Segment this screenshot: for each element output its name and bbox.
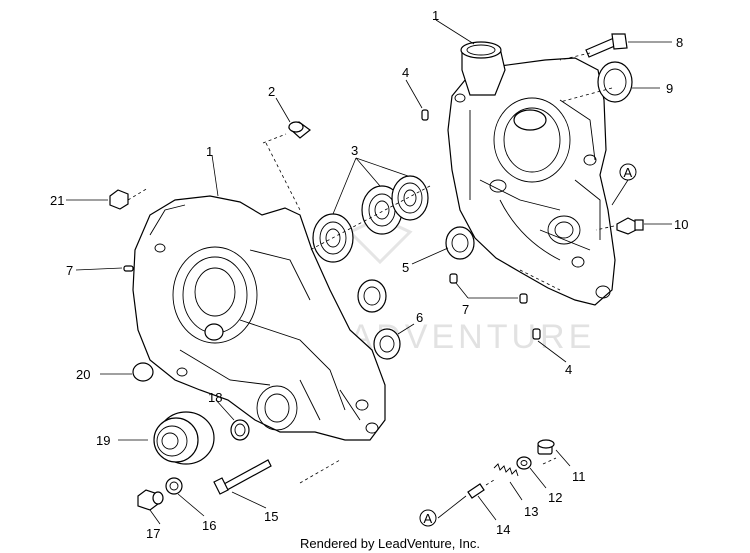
callout-7b: 7 [462,302,469,317]
callout-20: 20 [76,367,90,382]
callout-5: 5 [402,260,409,275]
left-crankcase-half [132,195,386,441]
bearing-5b [357,279,387,313]
pulley-19 [153,411,215,465]
callout-18: 18 [208,390,222,405]
bolt-8 [585,33,628,58]
callout-1b: 1 [206,144,213,159]
pin-7b [449,273,458,284]
right-crankcase-half [447,41,616,306]
callout-15: 15 [264,509,278,524]
long-bolt-15 [213,459,272,495]
ref-mark-a-top: A [611,163,637,206]
pin-7c [519,293,528,304]
callout-16: 16 [202,518,216,533]
ref-mark-a-bottom: A [419,509,437,527]
seal-18 [230,419,250,441]
callout-8: 8 [676,35,683,50]
callout-3: 3 [351,143,358,158]
pin-7a [123,265,134,272]
callout-10: 10 [674,217,688,232]
bearing-3c [391,175,429,221]
callout-4a: 4 [402,65,409,80]
callout-17: 17 [146,526,160,541]
drain-plug-17 [137,489,164,511]
plunger-14 [467,483,485,499]
callout-4b: 4 [565,362,572,377]
callout-2: 2 [268,84,275,99]
callout-6: 6 [416,310,423,325]
svg-text:A: A [424,511,433,526]
bearing-5a [445,226,475,260]
render-credit: Rendered by LeadVenture, Inc. [300,536,480,551]
fitting-21 [109,189,129,210]
bearing-6 [373,328,401,360]
plug-11 [537,439,555,455]
washer-12 [516,456,532,470]
callout-9: 9 [666,81,673,96]
callout-13: 13 [524,504,538,519]
callout-12: 12 [548,490,562,505]
svg-text:A: A [624,165,633,180]
washer-16 [165,477,183,495]
callout-21: 21 [50,193,64,208]
callout-11: 11 [572,469,586,484]
spring-13 [493,463,519,477]
oil-seal-9 [597,61,633,103]
callout-7a: 7 [66,263,73,278]
callout-19: 19 [96,433,110,448]
leader-lines [66,19,672,525]
o-ring-20 [132,362,154,382]
dowel-sleeve-2 [287,121,311,139]
dowel-pin-4a [421,109,429,121]
callout-1a: 1 [432,8,439,23]
callouts: 1 1 2 3 4 4 5 6 7 7 8 9 10 11 12 13 14 1… [50,8,688,541]
callout-14: 14 [496,522,510,537]
fitting-10 [616,217,644,235]
dowel-pin-4b [532,328,541,340]
